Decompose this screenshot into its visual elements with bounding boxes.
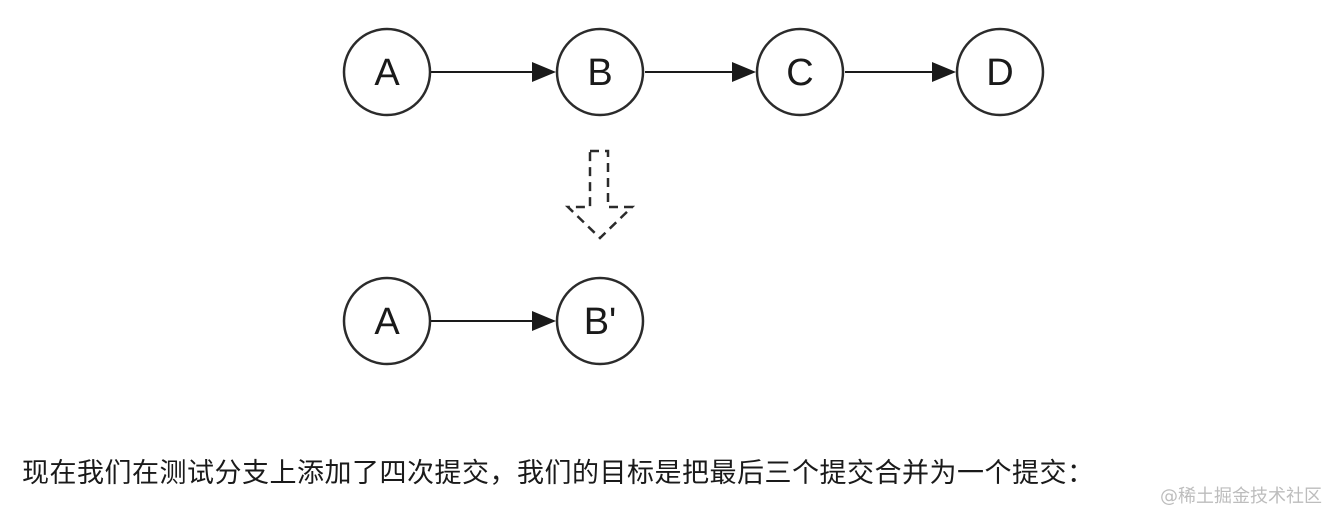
top-row-nodes: A B C D [342, 27, 1045, 117]
commit-node-b2: B' [555, 276, 645, 366]
edge-b-to-c [645, 62, 756, 82]
commit-label-a: A [374, 52, 400, 94]
commit-label-b: B [587, 52, 612, 94]
bottom-row-nodes: A B' [342, 276, 645, 366]
commit-label-b2: B' [584, 301, 617, 343]
commit-label-c: C [786, 52, 813, 94]
bottom-row-edges [431, 311, 556, 331]
commit-node-d: D [955, 27, 1045, 117]
commit-node-a: A [342, 27, 432, 117]
commit-node-b: B [555, 27, 645, 117]
commit-label-d: D [986, 52, 1013, 94]
commit-node-a2: A [342, 276, 432, 366]
dashed-down-arrow-icon [564, 149, 636, 240]
edge-a-to-b [431, 62, 556, 82]
edge-c-to-d [845, 62, 956, 82]
watermark-text: @稀土掘金技术社区 [1160, 486, 1322, 507]
commit-label-a2: A [374, 301, 400, 343]
caption-text: 现在我们在测试分支上添加了四次提交，我们的目标是把最后三个提交合并为一个提交： [22, 458, 1095, 489]
commit-node-c: C [755, 27, 845, 117]
commit-diagram: A B C D A B' [342, 27, 1045, 366]
top-row-edges [431, 62, 956, 82]
edge-a2-to-b2 [431, 311, 556, 331]
